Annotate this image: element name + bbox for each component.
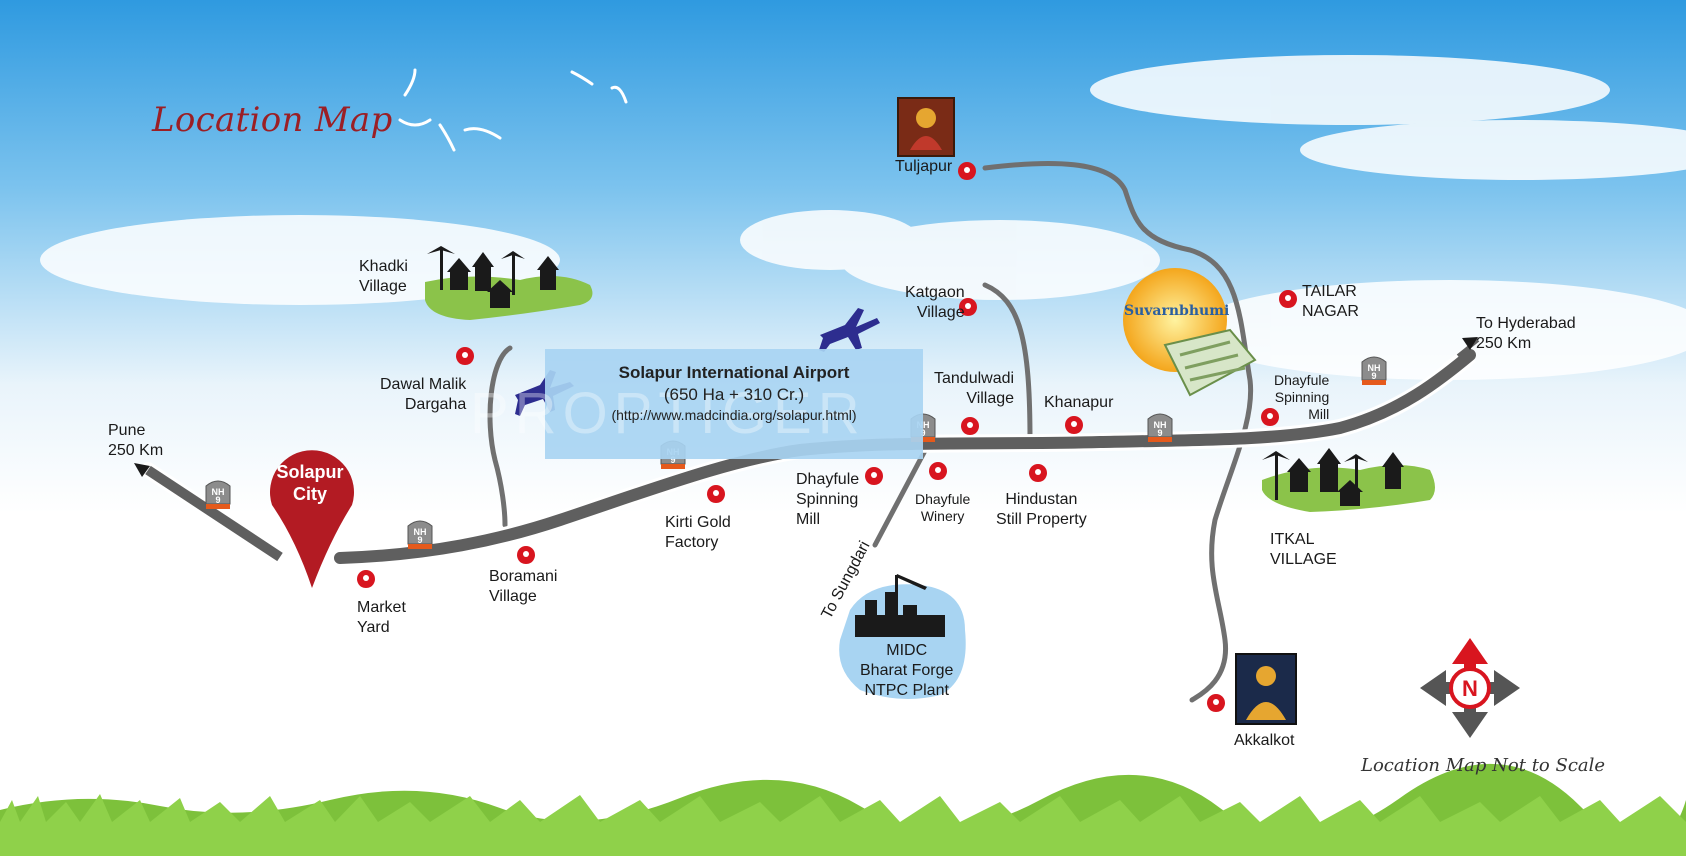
shield-label: 9 bbox=[920, 428, 925, 438]
boramani-label: Boramani Village bbox=[489, 568, 558, 605]
pune-arrow-icon bbox=[134, 463, 150, 477]
midc-illustration bbox=[839, 574, 966, 699]
tandulwadi-label: Tandulwadi Village bbox=[934, 370, 1015, 407]
airport-name: Solapur International Airport bbox=[618, 363, 850, 382]
airport-panel bbox=[545, 349, 923, 459]
shield-label: 9 bbox=[1371, 371, 1376, 381]
dhayfule-winery-label: Dhayfule Winery bbox=[915, 491, 971, 524]
scale-note: Location Map Not to Scale bbox=[1361, 755, 1606, 776]
airplane-icons bbox=[515, 308, 880, 416]
khanapur-label: Khanapur bbox=[1044, 394, 1114, 411]
hindustan-label: Hindustan Still Property bbox=[996, 491, 1087, 528]
watermark: PROPTIGER bbox=[470, 381, 866, 446]
map-title: Location Map bbox=[152, 100, 393, 140]
shield-label: 9 bbox=[417, 535, 422, 545]
side-roads bbox=[487, 161, 1254, 703]
nh-shield-labels: NH 9 NH 9 NH 9 NH 9 NH 9 NH 9 bbox=[212, 363, 1381, 545]
shield-label: NH bbox=[1154, 420, 1167, 430]
nh9-highway bbox=[134, 337, 1480, 567]
market-yard-label: Market Yard bbox=[357, 599, 406, 636]
dhayfule-spinning-mill-2-label: Dhayfule Spinning Mill bbox=[1274, 372, 1330, 422]
shield-label: 9 bbox=[1157, 428, 1162, 438]
tuljapur-label: Tuljapur bbox=[895, 158, 953, 175]
katgaon-label: Katgaon Village bbox=[905, 284, 965, 321]
itkal-label: ITKAL VILLAGE bbox=[1270, 531, 1337, 568]
tuljapur-shrine-image bbox=[897, 97, 955, 157]
khadki-village-illustration bbox=[425, 246, 593, 320]
grass-blades bbox=[0, 794, 1686, 856]
shield-label: 9 bbox=[670, 455, 675, 465]
shield-label: NH bbox=[212, 487, 225, 497]
akkalkot-shrine-image bbox=[1235, 653, 1297, 725]
hyderabad-arrow-icon bbox=[1462, 337, 1478, 350]
birds bbox=[398, 68, 628, 152]
project-name: Suvarnbhumi bbox=[1124, 303, 1230, 319]
pune-label: Pune 250 Km bbox=[108, 422, 164, 459]
solapur-city-marker bbox=[270, 450, 354, 588]
shield-label: NH bbox=[414, 527, 427, 537]
khadki-label: Khadki Village bbox=[359, 258, 408, 295]
tailar-nagar-label: TAILAR NAGAR bbox=[1302, 283, 1359, 320]
solapur-city-label: Solapur City bbox=[276, 462, 344, 504]
kirti-label: Kirti Gold Factory bbox=[665, 514, 731, 551]
dawal-label: Dawal Malik Dargaha bbox=[380, 376, 467, 413]
compass-north-label: N bbox=[1462, 676, 1478, 701]
compass-icon bbox=[1420, 638, 1520, 738]
airport-area: (650 Ha + 310 Cr.) bbox=[663, 385, 805, 404]
airport-url: (http://www.madcindia.org/solapur.html) bbox=[611, 407, 857, 423]
akkalkot-label: Akkalkot bbox=[1234, 732, 1295, 749]
airport-info: Solapur International Airport (650 Ha + … bbox=[545, 363, 923, 423]
shield-label: NH bbox=[917, 420, 930, 430]
shield-label: 9 bbox=[215, 495, 220, 505]
itkal-village-illustration bbox=[1262, 448, 1435, 512]
suvarnbhumi-project bbox=[1123, 268, 1257, 397]
shield-label: NH bbox=[1368, 363, 1381, 373]
midc-label: MIDC Bharat Forge NTPC Plant bbox=[860, 642, 954, 699]
hyderabad-label: To Hyderabad 250 Km bbox=[1476, 315, 1576, 352]
dhayfule-spinning-mill-1-label: Dhayfule Spinning Mill bbox=[796, 471, 860, 528]
